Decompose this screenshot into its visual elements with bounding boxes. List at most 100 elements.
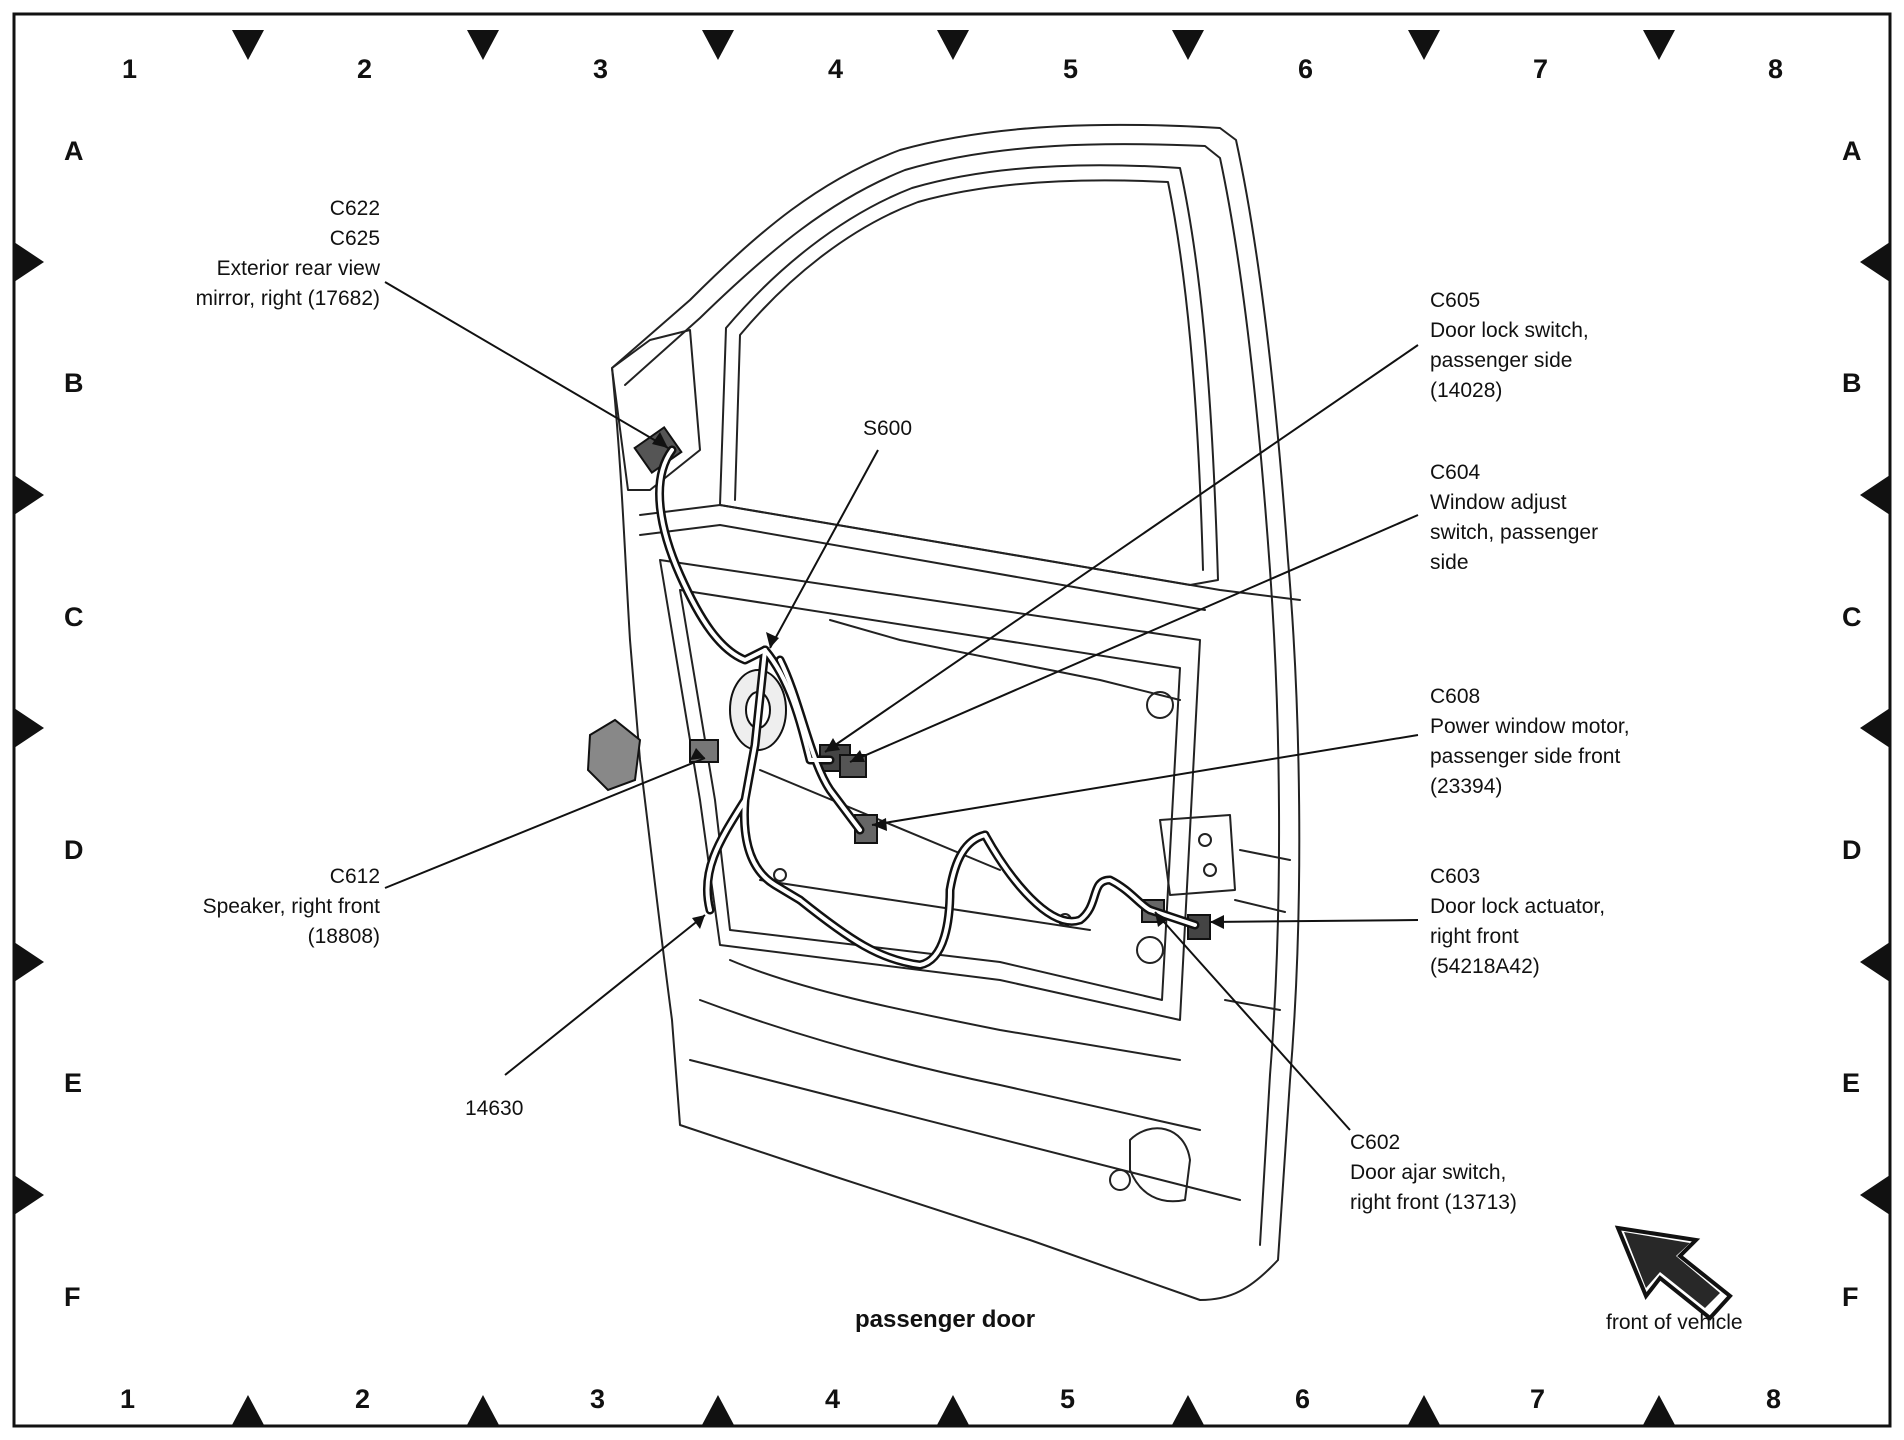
wiring-harness-inner (657, 448, 1197, 967)
callout-14630: 14630 (465, 1094, 523, 1124)
callout-c605: C605 Door lock switch, passenger side (1… (1430, 286, 1690, 406)
grid-row-right-d: D (1842, 835, 1862, 865)
grid-row-right-e: E (1842, 1068, 1861, 1098)
grid-row-left-c: C (64, 602, 84, 632)
callout-line: S600 (863, 417, 913, 440)
leader-arrowheads (652, 432, 1224, 929)
triangle-marker-icon (702, 1395, 734, 1425)
callout-c612: C612 Speaker, right front (18808) (120, 862, 380, 952)
grid-col-top-3: 3 (593, 54, 609, 84)
callout-c608: C608 Power window motor, passenger side … (1430, 682, 1700, 802)
callout-line: right front (13713) (1350, 1191, 1517, 1214)
callout-line: 14630 (465, 1097, 524, 1120)
callout-line: passenger side (1430, 349, 1573, 372)
triangle-marker-icon (1172, 30, 1204, 60)
grid-col-top-2: 2 (357, 54, 373, 84)
callout-line: (54218A42) (1430, 955, 1540, 978)
triangle-marker-icon (702, 30, 734, 60)
grid-col-top-1: 1 (122, 54, 138, 84)
callout-c603: C603 Door lock actuator, right front (54… (1430, 862, 1690, 982)
leader-c605 (824, 344, 1419, 753)
diagram-title: passenger door (855, 1306, 1036, 1333)
grid-row-left-b: B (64, 368, 84, 398)
callout-line: Door lock switch, (1430, 319, 1589, 342)
callout-line: passenger side front (1430, 745, 1621, 768)
triangle-marker-icon (14, 242, 44, 282)
leader-lines (384, 281, 1419, 1131)
triangle-marker-icon (14, 475, 44, 515)
triangle-marker-icon (1860, 475, 1890, 515)
triangle-marker-icon (937, 1395, 969, 1425)
grid-col-top-4: 4 (828, 54, 844, 84)
callout-line: Power window motor, (1430, 715, 1630, 738)
callout-line: (18808) (307, 925, 380, 948)
callout-line: C622 (329, 197, 380, 220)
door-illustration (611, 123, 1301, 1301)
grid-row-left-f: F (64, 1282, 81, 1312)
triangle-marker-icon (1860, 942, 1890, 982)
grid-row-left-e: E (64, 1068, 83, 1098)
grid-col-top-5: 5 (1063, 54, 1079, 84)
triangle-marker-icon (1408, 1395, 1440, 1425)
grid-col-bottom-1: 1 (120, 1384, 136, 1414)
leader-c608 (871, 734, 1419, 826)
triangle-marker-icon (1643, 1395, 1675, 1425)
triangle-marker-icon (1860, 1175, 1890, 1215)
callout-line: C604 (1430, 461, 1481, 484)
triangle-marker-icon (937, 30, 969, 60)
grid-col-top-6: 6 (1298, 54, 1314, 84)
top-grid-markers (232, 30, 1675, 60)
callout-line: C608 (1430, 685, 1481, 708)
triangle-marker-icon (232, 30, 264, 60)
callout-line: Door ajar switch, (1350, 1161, 1507, 1184)
callout-line: Window adjust (1430, 491, 1567, 514)
callout-line: switch, passenger (1430, 521, 1599, 544)
leader-14630 (504, 914, 706, 1076)
callout-line: C625 (329, 227, 380, 250)
grid-col-top-7: 7 (1533, 54, 1549, 84)
grid-row-right-c: C (1842, 602, 1862, 632)
grid-col-bottom-8: 8 (1766, 1384, 1782, 1414)
detached-connector-icon (586, 718, 642, 792)
grid-col-bottom-5: 5 (1060, 1384, 1076, 1414)
callout-line: mirror, right (17682) (195, 287, 380, 310)
callout-line: C605 (1430, 289, 1481, 312)
callout-s600: S600 (863, 414, 912, 444)
triangle-marker-icon (1643, 30, 1675, 60)
callout-line: Door lock actuator, (1430, 895, 1606, 918)
triangle-marker-icon (1172, 1395, 1204, 1425)
triangle-marker-icon (14, 708, 44, 748)
grid-col-bottom-2: 2 (355, 1384, 371, 1414)
grid-row-left-a: A (64, 136, 84, 166)
window-opening (719, 164, 1219, 586)
inner-panel (659, 559, 1201, 1021)
leader-c602 (1154, 911, 1351, 1131)
callout-line: right front (1430, 925, 1519, 948)
grid-col-bottom-6: 6 (1295, 1384, 1311, 1414)
grid-col-bottom-7: 7 (1530, 1384, 1546, 1414)
door-outer-frame (611, 123, 1301, 1301)
triangle-marker-icon (14, 942, 44, 982)
callout-line: (14028) (1430, 379, 1503, 402)
grid-col-bottom-4: 4 (825, 1384, 841, 1414)
callout-line: C603 (1430, 865, 1481, 888)
callout-line: C612 (329, 865, 380, 888)
callout-c602: C602 Door ajar switch, right front (1371… (1350, 1128, 1610, 1218)
front-of-vehicle-label: front of vehicle (1606, 1311, 1743, 1334)
triangle-marker-icon (467, 1395, 499, 1425)
bottom-grid-markers (232, 1395, 1675, 1425)
grid-row-right-f: F (1842, 1282, 1859, 1312)
callout-c622: C622 C625 Exterior rear view mirror, rig… (120, 194, 380, 314)
triangle-marker-icon (1408, 30, 1440, 60)
grid-row-left-d: D (64, 835, 84, 865)
callout-line: Speaker, right front (202, 895, 380, 918)
leader-c612 (384, 757, 706, 889)
triangle-marker-icon (232, 1395, 264, 1425)
callout-line: side (1430, 551, 1469, 574)
callout-line: Exterior rear view (216, 257, 380, 280)
leader-c622 (384, 281, 669, 449)
left-grid-markers (14, 242, 44, 1215)
leader-c604 (849, 514, 1419, 763)
grid-col-bottom-3: 3 (590, 1384, 606, 1414)
